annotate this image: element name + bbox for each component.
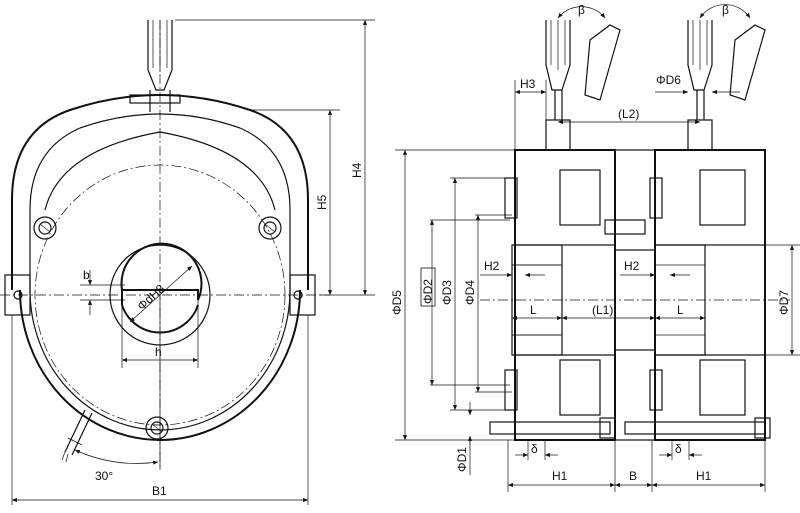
label-beta-left: β <box>578 3 585 17</box>
label-H4: H4 <box>350 162 364 178</box>
label-D3: ΦD3 <box>440 280 454 305</box>
yoke-inner-arc <box>44 131 276 211</box>
front-view: b ΦdH8 h 30° B1 H4 H5 <box>0 19 375 505</box>
label-B: B <box>629 469 637 483</box>
label-D7: ΦD7 <box>777 290 791 315</box>
label-H1-left: H1 <box>552 469 568 483</box>
label-D4: ΦD4 <box>463 280 477 305</box>
label-D6: ΦD6 <box>656 73 681 87</box>
label-D1: ΦD1 <box>455 447 469 472</box>
label-b: b <box>83 268 90 282</box>
label-beta-right: β <box>722 3 729 17</box>
label-dH8: ΦdH8 <box>134 281 167 313</box>
shaft-bore <box>120 242 203 301</box>
label-angle: 30° <box>95 469 113 483</box>
label-L2: (L2) <box>618 107 639 121</box>
coupling-center <box>604 149 656 441</box>
label-H2-left: H2 <box>484 259 500 273</box>
label-H5: H5 <box>315 194 329 210</box>
section-view: β β H3 ΦD6 (L2) H2 H2 L (L1) L ΦD5 <box>390 3 800 492</box>
yoke-inner <box>29 113 291 290</box>
left-ear-hole <box>13 290 23 300</box>
label-h: h <box>155 345 162 359</box>
lead-wire-bottom <box>61 409 93 463</box>
label-delta-right: δ <box>675 442 682 456</box>
label-H1-right: H1 <box>696 469 712 483</box>
label-delta-left: δ <box>531 442 538 456</box>
screw-right <box>258 216 282 240</box>
right-ear-hole <box>293 290 303 300</box>
label-H2-right: H2 <box>624 259 640 273</box>
label-B1: B1 <box>152 484 167 498</box>
label-L-right: L <box>677 303 684 317</box>
right-ear <box>289 274 316 316</box>
label-D5: ΦD5 <box>390 290 404 315</box>
screw-left <box>33 216 57 240</box>
left-ear <box>4 274 31 316</box>
lead-wire-top <box>129 20 181 112</box>
label-D2: ΦD2 <box>421 279 435 304</box>
D2-box <box>420 267 436 307</box>
right-brake-unit <box>624 20 771 441</box>
left-brake-unit <box>489 20 621 441</box>
label-L1: (L1) <box>592 303 613 317</box>
label-L-left: L <box>530 303 537 317</box>
label-H3: H3 <box>520 77 536 91</box>
screw-bottom <box>145 416 169 440</box>
